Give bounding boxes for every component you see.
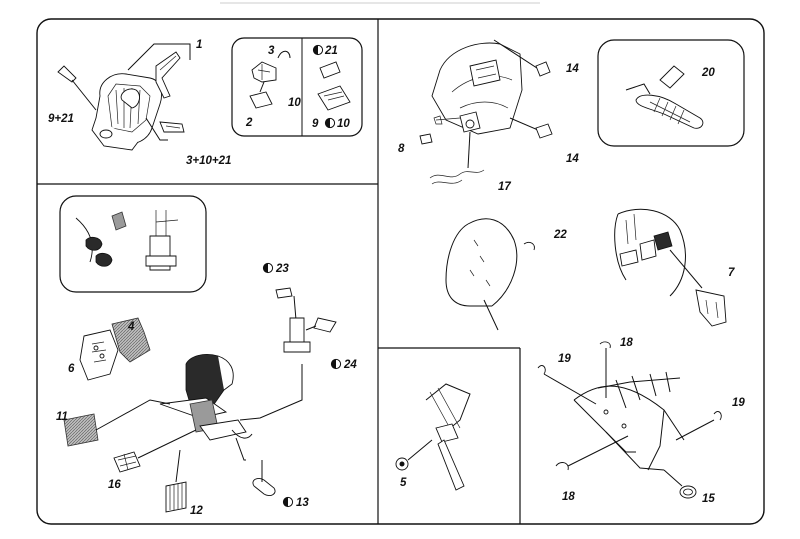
label-11: 11 <box>56 411 68 423</box>
label-22: 22 <box>553 229 567 241</box>
label-10-b: 10 <box>337 118 350 130</box>
label-20: 20 <box>701 67 715 79</box>
seat-assembly <box>57 43 191 151</box>
half-filled-circle-icon <box>262 262 274 274</box>
panel-part-4 <box>111 317 151 363</box>
label-17: 17 <box>498 181 511 193</box>
label-7: 7 <box>728 267 735 279</box>
label-8: 8 <box>398 143 405 155</box>
pedal-detail <box>75 210 179 271</box>
label-9-21: 9+21 <box>48 113 74 125</box>
label-10-inset: 10 <box>288 97 301 109</box>
control-column <box>275 287 337 353</box>
label-23: 23 <box>275 263 289 275</box>
sheet-frame <box>36 18 765 525</box>
label-14-a: 14 <box>566 63 579 75</box>
label-12: 12 <box>190 505 203 517</box>
fuselage-frame-assembly <box>573 371 685 471</box>
label-3: 3 <box>268 45 275 57</box>
gunsight-part <box>625 65 704 129</box>
label-1: 1 <box>196 39 202 51</box>
label-18-b: 18 <box>562 491 575 503</box>
instrument-panel-assembly <box>431 42 523 135</box>
label-2: 2 <box>245 117 253 129</box>
panel-part-11 <box>63 413 99 447</box>
label-4: 4 <box>127 321 135 333</box>
label-13: 13 <box>296 497 309 509</box>
label-24: 24 <box>343 359 357 371</box>
propeller-hub <box>395 383 471 491</box>
label-3-10-21: 3+10+21 <box>186 155 231 167</box>
label-14-b: 14 <box>566 153 579 165</box>
canopy-frame <box>445 218 518 331</box>
inset-box-gunsight <box>597 39 745 147</box>
label-21-top: 21 <box>324 45 338 57</box>
half-filled-circle-icon <box>282 496 294 508</box>
label-9: 9 <box>312 118 319 130</box>
half-filled-circle-icon <box>330 358 342 370</box>
half-filled-circle-icon <box>324 117 336 129</box>
inset-box-pedals <box>59 195 207 293</box>
seat-back-armor <box>159 354 247 441</box>
label-19-a: 19 <box>558 353 571 365</box>
label-15: 15 <box>702 493 715 505</box>
label-18-a: 18 <box>620 337 633 349</box>
label-16: 16 <box>108 479 121 491</box>
inset-box-seat-parts <box>231 37 363 137</box>
label-19-b: 19 <box>732 397 745 409</box>
half-filled-circle-icon <box>312 44 324 56</box>
label-6: 6 <box>68 363 75 375</box>
fuselage-section-7 <box>614 208 727 327</box>
label-5: 5 <box>400 477 407 489</box>
